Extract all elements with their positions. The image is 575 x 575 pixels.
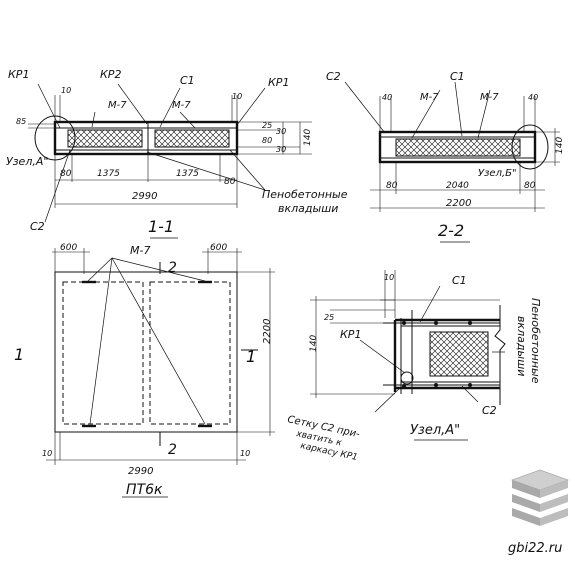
label-m7-plan: М-7 bbox=[130, 244, 150, 257]
label-foam-2: вкладыши bbox=[278, 202, 338, 215]
label-m7-2-2-a: М-7 bbox=[420, 92, 439, 103]
dim-2200-plan: 2200 bbox=[262, 319, 273, 344]
dim-25: 25 bbox=[262, 121, 272, 130]
dim-40-left: 40 bbox=[382, 93, 392, 102]
label-kr1-left: КР1 bbox=[8, 68, 29, 81]
plan-cell-left bbox=[62, 281, 144, 425]
watermark-text: gbi22.ru bbox=[508, 541, 562, 556]
detail-dim-10: 10 bbox=[384, 273, 394, 282]
foam-insert-detail bbox=[429, 331, 489, 377]
dim-10-plan-r: 10 bbox=[240, 449, 250, 458]
label-c2: С2 bbox=[30, 220, 45, 233]
label-foam-1: Пенобетонные bbox=[262, 188, 348, 201]
rebar-mid-1 bbox=[434, 321, 438, 325]
foam-insert-left bbox=[67, 129, 143, 148]
rebar-top bbox=[402, 321, 406, 325]
section-title-1-1: 1-1 bbox=[148, 217, 174, 236]
section-2-2: С2 С1 М-7 М-7 Узел,Б" 40 40 80 2040 80 1… bbox=[326, 70, 565, 243]
detail-foam-2: вкладыши bbox=[515, 316, 528, 376]
dim-10-plan: 10 bbox=[42, 449, 52, 458]
rebar-bottom bbox=[402, 384, 406, 388]
plan-section-mark: 1 bbox=[14, 345, 24, 364]
section-1-1: КР1 КР2 С1 М-7 М-7 КР1 С2 Узел,А" Пенобе… bbox=[6, 68, 348, 239]
dim-2040: 2040 bbox=[446, 181, 469, 191]
dim-80-v: 80 bbox=[262, 136, 272, 145]
label-c1-2-2: С1 bbox=[450, 70, 465, 83]
dim-10-right: 10 bbox=[232, 92, 242, 101]
dim-30: 30 bbox=[276, 127, 286, 136]
dim-140: 140 bbox=[303, 129, 313, 146]
plan-cut-top: 2 bbox=[168, 260, 177, 276]
slab-section-1-1 bbox=[53, 120, 239, 156]
label-kr2: КР2 bbox=[100, 68, 121, 81]
dim-1375-left: 1375 bbox=[97, 169, 120, 179]
dim-10-left: 10 bbox=[61, 86, 71, 95]
stack-logo-icon bbox=[511, 469, 569, 526]
detail-dim-140: 140 bbox=[309, 335, 319, 352]
dim-600-right: 600 bbox=[210, 243, 227, 253]
plan-cell-right bbox=[149, 281, 231, 425]
dim-85: 85 bbox=[16, 117, 26, 126]
watermark: gbi22.ru bbox=[508, 469, 569, 556]
label-m7-a: М-7 bbox=[108, 100, 127, 111]
label-c1: С1 bbox=[180, 74, 195, 87]
detail-title: Узел,А" bbox=[410, 423, 460, 438]
dim-600-left: 600 bbox=[60, 243, 77, 253]
rebar-kr1 bbox=[400, 371, 414, 385]
dim-1375-right: 1375 bbox=[176, 169, 199, 179]
foam-insert-2-2 bbox=[395, 138, 521, 157]
foam-insert-right bbox=[154, 129, 230, 148]
label-node-b: Узел,Б" bbox=[478, 168, 517, 179]
label-c2-2-2: С2 bbox=[326, 70, 341, 83]
detail-label-c2: С2 bbox=[482, 404, 497, 417]
slab-plan-outline bbox=[54, 271, 238, 433]
slab-section-2-2 bbox=[378, 130, 537, 164]
plan-cut-bottom: 2 bbox=[168, 442, 177, 458]
dim-80-left: 80 bbox=[60, 169, 72, 179]
dim-80-left-2-2: 80 bbox=[386, 181, 398, 191]
dim-2990-plan: 2990 bbox=[128, 466, 153, 477]
label-node-a: Узел,А" bbox=[6, 155, 48, 168]
dim-40-right: 40 bbox=[528, 93, 538, 102]
detail-dim-25: 25 bbox=[324, 313, 334, 322]
dim-80-right-2-2: 80 bbox=[524, 181, 536, 191]
dim-140-2-2: 140 bbox=[555, 137, 565, 154]
dim-80-right: 80 bbox=[224, 177, 236, 187]
plan-view: М-7 2 2 1 1 600 600 2200 10 10 2990 ПТ6к bbox=[14, 243, 275, 498]
dim-2200: 2200 bbox=[446, 198, 471, 209]
rebar-mid-4 bbox=[468, 383, 472, 387]
node-a-detail: С1 КР1 С2 Пенобетонные вкладыши Сетку С2… bbox=[286, 270, 542, 463]
label-m7-b: М-7 bbox=[172, 100, 191, 111]
dim-30-b: 30 bbox=[276, 145, 286, 154]
section-title-2-2: 2-2 bbox=[438, 221, 464, 240]
plan-caption: ПТ6к bbox=[126, 482, 163, 498]
rebar-mid-3 bbox=[434, 383, 438, 387]
plan-section-mark-right: 1 bbox=[246, 347, 256, 366]
rebar-mid-2 bbox=[468, 321, 472, 325]
dim-2990: 2990 bbox=[132, 191, 157, 202]
detail-label-c1: С1 bbox=[452, 274, 467, 287]
detail-label-kr1: КР1 bbox=[340, 328, 361, 341]
detail-foam-1: Пенобетонные bbox=[529, 298, 542, 384]
label-m7-2-2-b: М-7 bbox=[480, 92, 499, 103]
node-b-circle bbox=[511, 124, 549, 170]
label-kr1-right: КР1 bbox=[268, 76, 289, 89]
